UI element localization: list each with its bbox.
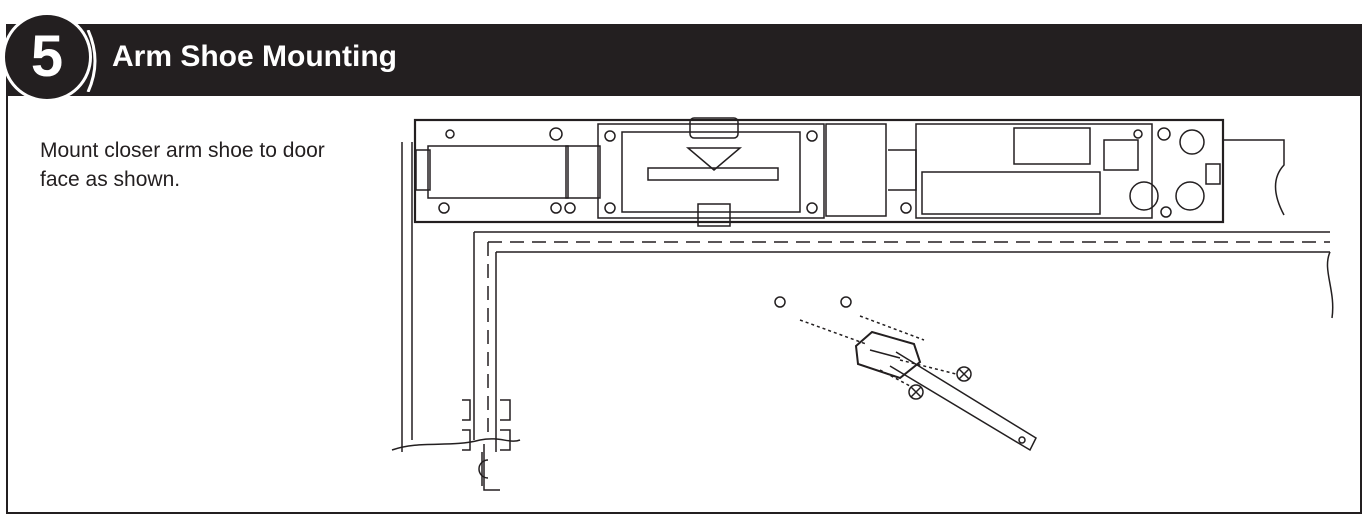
hinge-marks	[462, 399, 511, 491]
arm-shoe-mounting-holes	[774, 296, 957, 387]
centerline-icon	[478, 452, 489, 486]
step-header-bar	[6, 24, 1362, 96]
closer-fasteners	[438, 127, 1205, 218]
arm-shoe-screws	[908, 366, 972, 400]
section-title: Arm Shoe Mounting	[112, 40, 397, 73]
door-frame	[401, 139, 1285, 452]
instruction-text: Mount closer arm shoe to door face as sh…	[40, 139, 325, 191]
door-closer-body	[413, 117, 1225, 227]
step-number: 5	[30, 24, 64, 89]
step-number-badge: 5	[2, 12, 92, 102]
arm-shoe	[854, 330, 1037, 452]
header-divider-curve	[86, 30, 97, 92]
